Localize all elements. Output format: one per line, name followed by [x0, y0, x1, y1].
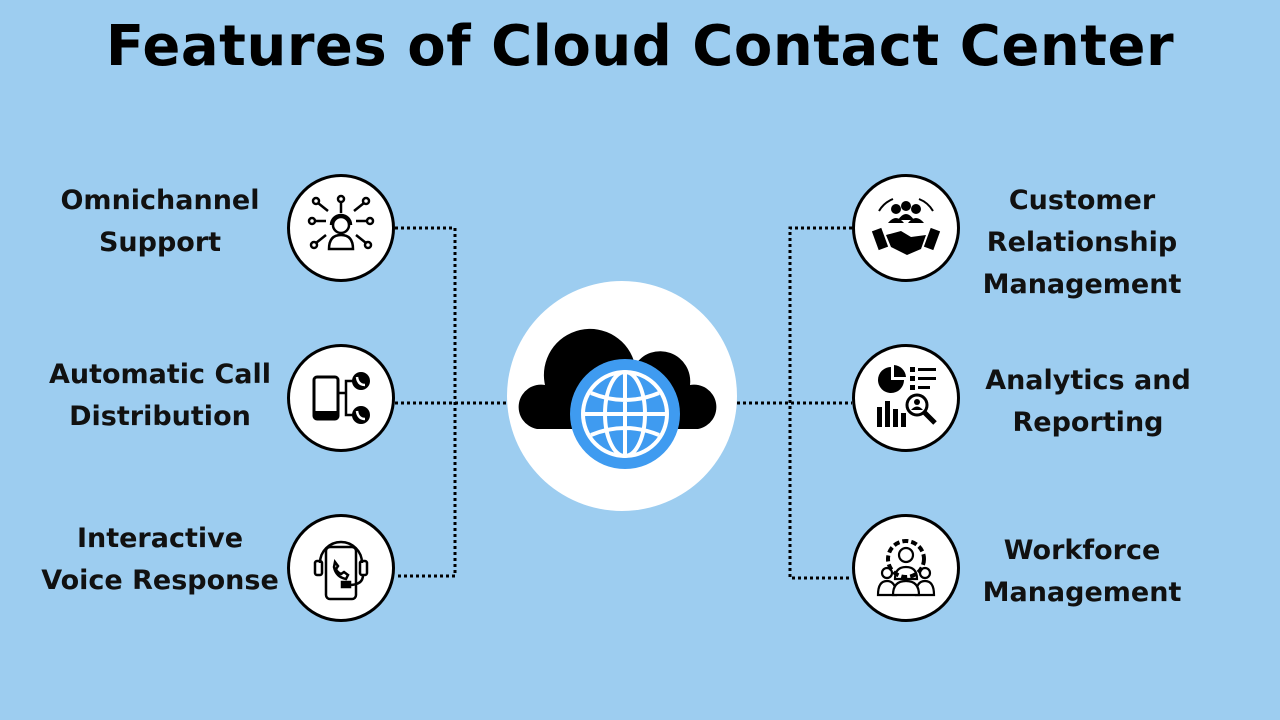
right-connector	[788, 226, 852, 580]
phone-routing-icon	[287, 344, 395, 452]
headset-agent-network-icon	[287, 174, 395, 282]
cloud-globe-icon	[507, 281, 737, 511]
team-gear-icon	[852, 514, 960, 622]
mobile-headset-icon	[287, 514, 395, 622]
handshake-team-icon	[852, 174, 960, 282]
page-title: Features of Cloud Contact Center	[105, 14, 1175, 79]
analytics-chart-icon	[852, 344, 960, 452]
